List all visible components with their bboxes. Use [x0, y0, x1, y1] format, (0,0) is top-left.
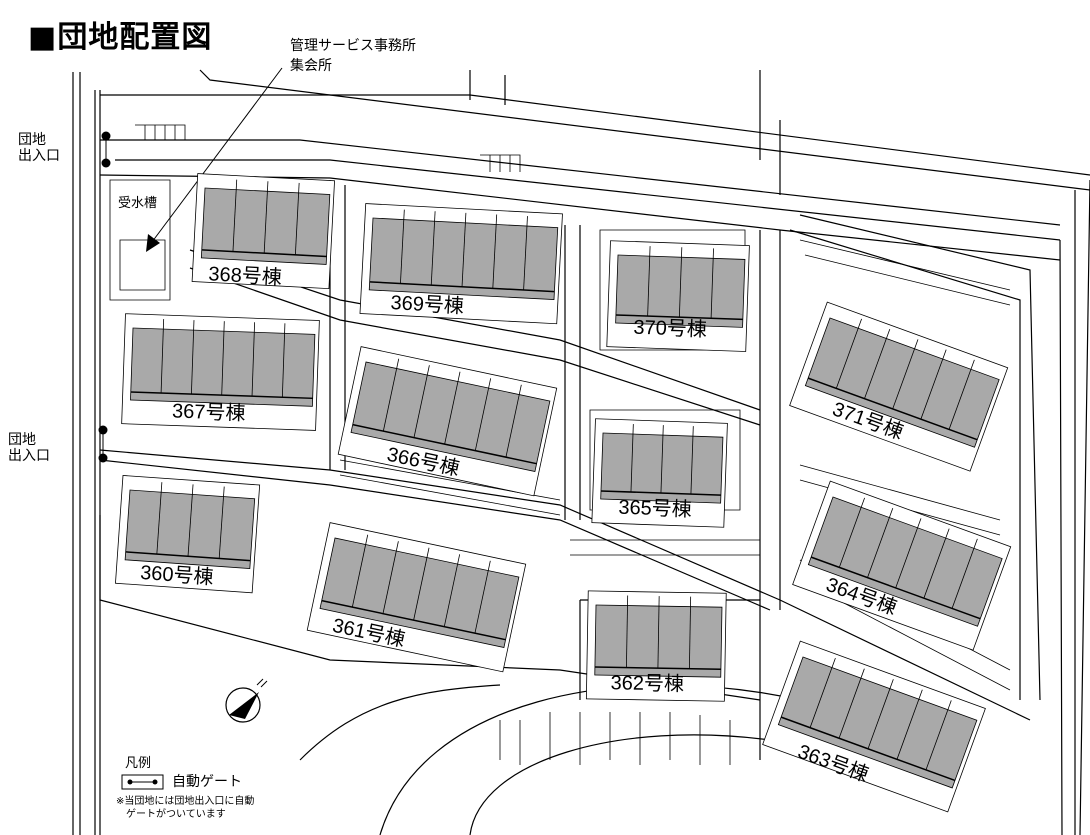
unit-divider [190, 320, 195, 395]
building-366: 366号棟 [337, 346, 558, 497]
unit-divider [920, 349, 947, 420]
building-370: 370号棟 [606, 240, 750, 352]
unit-divider [867, 507, 894, 578]
unit-divider [892, 339, 919, 410]
entrance-label-line2: 出入口 [8, 448, 50, 464]
unit-divider [923, 528, 950, 599]
building-369: 369号棟 [359, 203, 563, 325]
unit-divider [492, 214, 498, 289]
building-362: 362号棟 [585, 590, 727, 702]
unit-divider [156, 482, 163, 555]
entrance-label-west: 団地 出入口 [8, 432, 50, 464]
unit-divider [413, 365, 430, 438]
unit-divider [351, 534, 369, 608]
unit-divider [400, 209, 405, 284]
unit-divider [444, 371, 461, 445]
unit-divider [505, 384, 522, 458]
legend-gate-label: 自動ゲート [172, 774, 242, 790]
unit-divider [443, 554, 461, 627]
compass-icon [225, 678, 268, 723]
building-label: 365号棟 [618, 496, 692, 522]
unit-divider [864, 328, 891, 399]
entrance-gate-west [98, 425, 108, 463]
entrance-gate-north [101, 131, 111, 168]
unit-divider [187, 484, 194, 557]
building-364: 364号棟 [792, 480, 1012, 651]
legend-gate-symbol [121, 774, 164, 790]
unit-divider [690, 426, 694, 495]
unit-divider [678, 247, 683, 318]
legend-note-line2: ゲートがついています [126, 809, 226, 820]
building-label: 369号棟 [390, 291, 464, 318]
unit-divider [382, 358, 400, 432]
building-365: 365号棟 [591, 418, 728, 528]
legend-note-line1: ※当団地には団地出入口に自動 [116, 796, 255, 807]
unit-divider [221, 321, 225, 396]
entrance-label-line2: 出入口 [18, 148, 60, 164]
legend-note: ※当団地には団地出入口に自動 ゲートがついています [116, 795, 254, 821]
unit-divider [835, 318, 862, 389]
office-label: 管理サービス事務所 集会所 [290, 36, 416, 76]
unit-divider [925, 700, 952, 771]
unit-divider [809, 658, 836, 728]
unit-divider [626, 595, 629, 668]
building-368: 368号棟 [191, 173, 335, 289]
unit-divider [281, 323, 286, 398]
building-label: 370号棟 [633, 316, 707, 342]
building-label: 367号棟 [172, 399, 246, 425]
unit-divider [232, 179, 238, 252]
building-360: 360号棟 [115, 475, 261, 594]
unit-divider [263, 181, 269, 254]
unit-divider [630, 424, 634, 493]
roads [72, 69, 1090, 835]
water-tank-label: 受水槽 [118, 196, 157, 211]
unit-divider [474, 560, 491, 634]
unit-divider [838, 668, 865, 739]
page-title: ■団地配置図 [28, 20, 213, 55]
building-371: 371号棟 [789, 301, 1009, 472]
unit-divider [474, 378, 492, 451]
unit-divider [218, 486, 225, 559]
building-361: 361号棟 [306, 522, 527, 673]
unit-divider [895, 518, 922, 589]
unit-divider [523, 216, 528, 291]
unit-divider [689, 596, 692, 669]
unit-divider [838, 497, 865, 568]
unit-divider [461, 212, 467, 287]
unit-divider [251, 322, 256, 397]
unit-divider [896, 689, 923, 760]
unit-divider [413, 547, 430, 621]
unit-divider [647, 246, 651, 317]
unit-divider [867, 679, 894, 749]
entrance-label-north: 団地 出入口 [18, 132, 60, 164]
legend-title: 凡例 [125, 756, 152, 771]
building-367: 367号棟 [121, 313, 320, 431]
building-label: 360号棟 [139, 561, 214, 589]
unit-divider [660, 425, 664, 494]
office-label-line2: 集会所 [290, 58, 332, 74]
entrance-label-line1: 団地 [18, 132, 46, 148]
unit-divider [294, 182, 300, 255]
unit-divider [948, 359, 975, 430]
building-label: 368号棟 [208, 262, 282, 289]
building-label: 362号棟 [610, 671, 684, 695]
unit-divider [710, 248, 714, 319]
office-pointer-arrow [146, 67, 283, 252]
unit-divider [951, 538, 978, 609]
office-label-line1: 管理サービス事務所 [290, 38, 416, 54]
unit-divider [160, 319, 165, 394]
building-363: 363号棟 [762, 640, 986, 813]
unit-divider [430, 211, 436, 286]
unit-divider [657, 596, 660, 669]
entrance-label-line1: 団地 [8, 432, 36, 448]
unit-divider [382, 541, 399, 614]
